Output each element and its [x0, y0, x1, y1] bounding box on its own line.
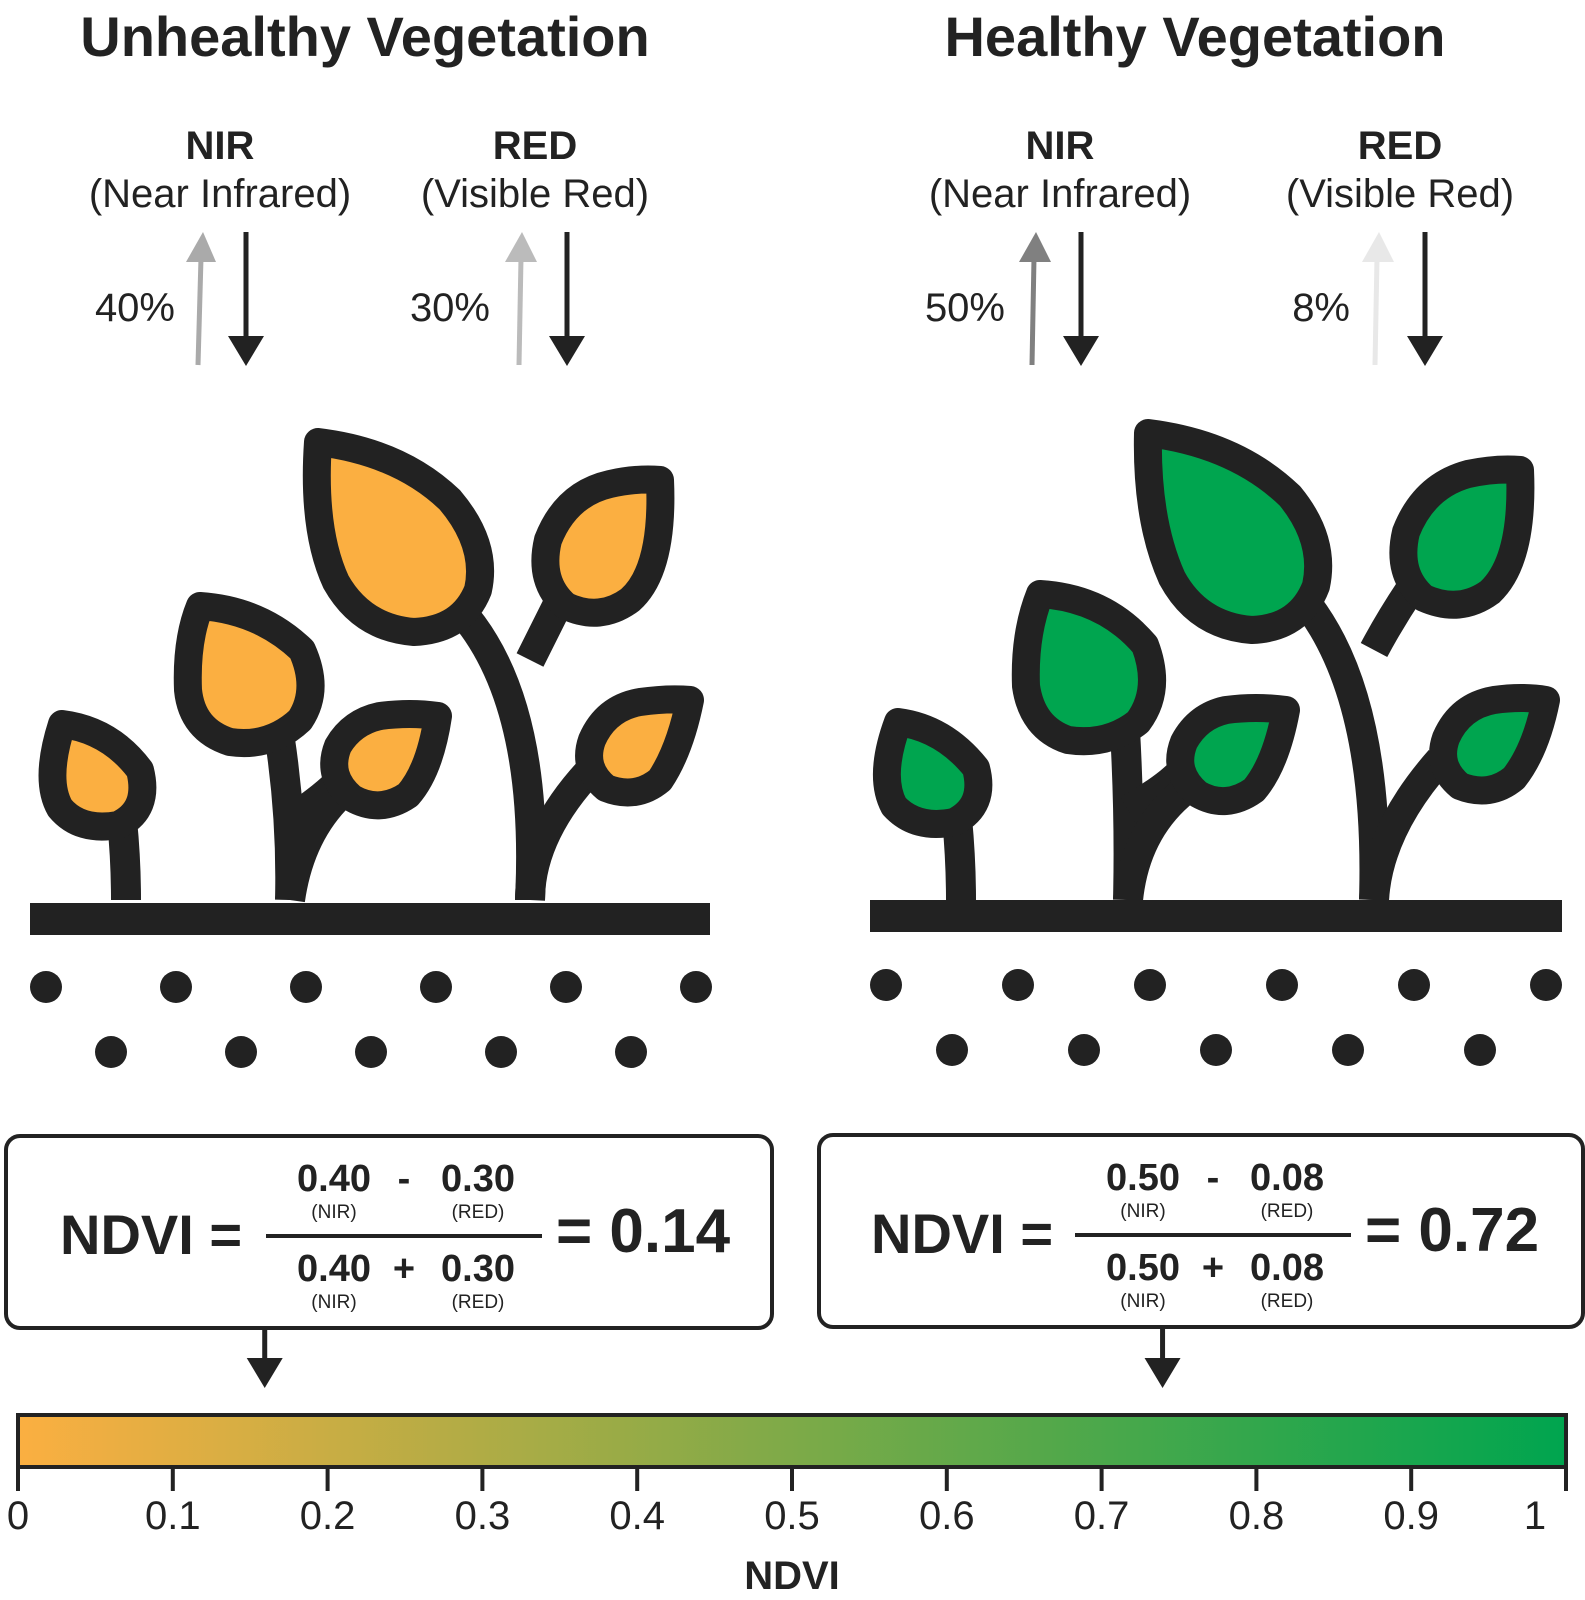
unhealthy-den-nir: 0.40	[297, 1248, 371, 1290]
ndvi-tick-label: 0.6	[918, 1494, 975, 1538]
healthy-nir-incoming-arrow	[1063, 232, 1099, 366]
unhealthy-den-red-sub: (RED)	[451, 1292, 505, 1313]
healthy-num-nir-sub: (NIR)	[1120, 1201, 1166, 1222]
healthy-red-percent: 8%	[1292, 286, 1350, 330]
unhealthy-ndvi-result: = 0.14	[556, 1197, 731, 1266]
unhealthy-pointer-arrow	[246, 1328, 283, 1388]
ndvi-tick-label: 0	[6, 1494, 30, 1538]
healthy-pointer-arrow	[1144, 1328, 1181, 1388]
healthy-red-name: RED	[1357, 124, 1443, 168]
unhealthy-nir-reflect-arrow	[186, 232, 216, 366]
unhealthy-red-name: RED	[492, 124, 578, 168]
unhealthy-nir-incoming-arrow	[228, 232, 264, 366]
unhealthy-nir-desc: (Near Infrared)	[88, 172, 352, 216]
healthy-den-nir-sub: (NIR)	[1120, 1291, 1166, 1312]
ndvi-tick-label: 0.7	[1073, 1494, 1130, 1538]
unhealthy-formula-box: NDVI = 0.40 - 0.30 (NIR) (RED) 0.40 + 0.…	[4, 1134, 774, 1330]
ndvi-tick-label: 0.8	[1228, 1494, 1285, 1538]
unhealthy-num-nir: 0.40	[297, 1158, 371, 1200]
healthy-nir-desc: (Near Infrared)	[928, 172, 1192, 216]
unhealthy-red-reflect-arrow	[505, 232, 537, 366]
unhealthy-den-red: 0.30	[441, 1248, 515, 1290]
ndvi-tick-label: 0.2	[299, 1494, 356, 1538]
healthy-nir-percent: 50%	[924, 286, 1005, 330]
unhealthy-plants	[30, 428, 712, 1068]
healthy-den-red: 0.08	[1250, 1247, 1324, 1289]
unhealthy-ndvi-label: NDVI =	[60, 1203, 243, 1266]
unhealthy-den-nir-sub: (NIR)	[311, 1292, 357, 1313]
healthy-fraction-line	[1075, 1233, 1351, 1237]
ndvi-tick-label: 0.9	[1383, 1494, 1439, 1538]
ndvi-tick-label: 0.3	[454, 1494, 511, 1538]
unhealthy-nir-percent: 40%	[94, 286, 175, 330]
healthy-formula-box: NDVI = 0.50 - 0.08 (NIR) (RED) 0.50 + 0.…	[817, 1133, 1585, 1329]
healthy-ndvi-result: = 0.72	[1365, 1196, 1540, 1265]
healthy-red-incoming-arrow	[1407, 232, 1443, 366]
unhealthy-fraction-line	[266, 1234, 542, 1238]
unhealthy-num-nir-sub: (NIR)	[311, 1202, 357, 1223]
ndvi-ticks	[16, 1467, 1568, 1491]
unhealthy-nir-name: NIR	[185, 124, 255, 168]
ndvi-axis-title: NDVI	[744, 1554, 840, 1598]
unhealthy-title: Unhealthy Vegetation	[80, 5, 650, 68]
healthy-title: Healthy Vegetation	[944, 5, 1446, 68]
healthy-nir-reflect-arrow	[1019, 232, 1051, 366]
healthy-red-desc: (Visible Red)	[1285, 172, 1515, 216]
ndvi-color-bar	[16, 1413, 1568, 1469]
healthy-plants	[870, 419, 1562, 1066]
unhealthy-red-percent: 30%	[409, 286, 490, 330]
healthy-den-red-sub: (RED)	[1260, 1291, 1314, 1312]
healthy-num-op: -	[1206, 1157, 1220, 1199]
ndvi-tick-label: 0.4	[609, 1494, 665, 1538]
ndvi-tick-label: 1	[1523, 1494, 1547, 1538]
healthy-nir-name: NIR	[1025, 124, 1095, 168]
unhealthy-den-op: +	[392, 1248, 416, 1290]
unhealthy-num-red: 0.30	[441, 1158, 515, 1200]
unhealthy-num-red-sub: (RED)	[451, 1202, 505, 1223]
healthy-ndvi-label: NDVI =	[871, 1202, 1054, 1265]
ndvi-tick-label: 0.1	[144, 1494, 201, 1538]
healthy-red-reflect-arrow	[1362, 232, 1394, 366]
ndvi-tick-label: 0.5	[764, 1494, 820, 1538]
healthy-num-red-sub: (RED)	[1260, 1201, 1314, 1222]
healthy-den-nir: 0.50	[1106, 1247, 1180, 1289]
healthy-num-red: 0.08	[1250, 1157, 1324, 1199]
healthy-num-nir: 0.50	[1106, 1157, 1180, 1199]
unhealthy-num-op: -	[397, 1158, 411, 1200]
unhealthy-red-incoming-arrow	[549, 232, 585, 366]
unhealthy-red-desc: (Visible Red)	[420, 172, 650, 216]
healthy-den-op: +	[1201, 1247, 1225, 1289]
